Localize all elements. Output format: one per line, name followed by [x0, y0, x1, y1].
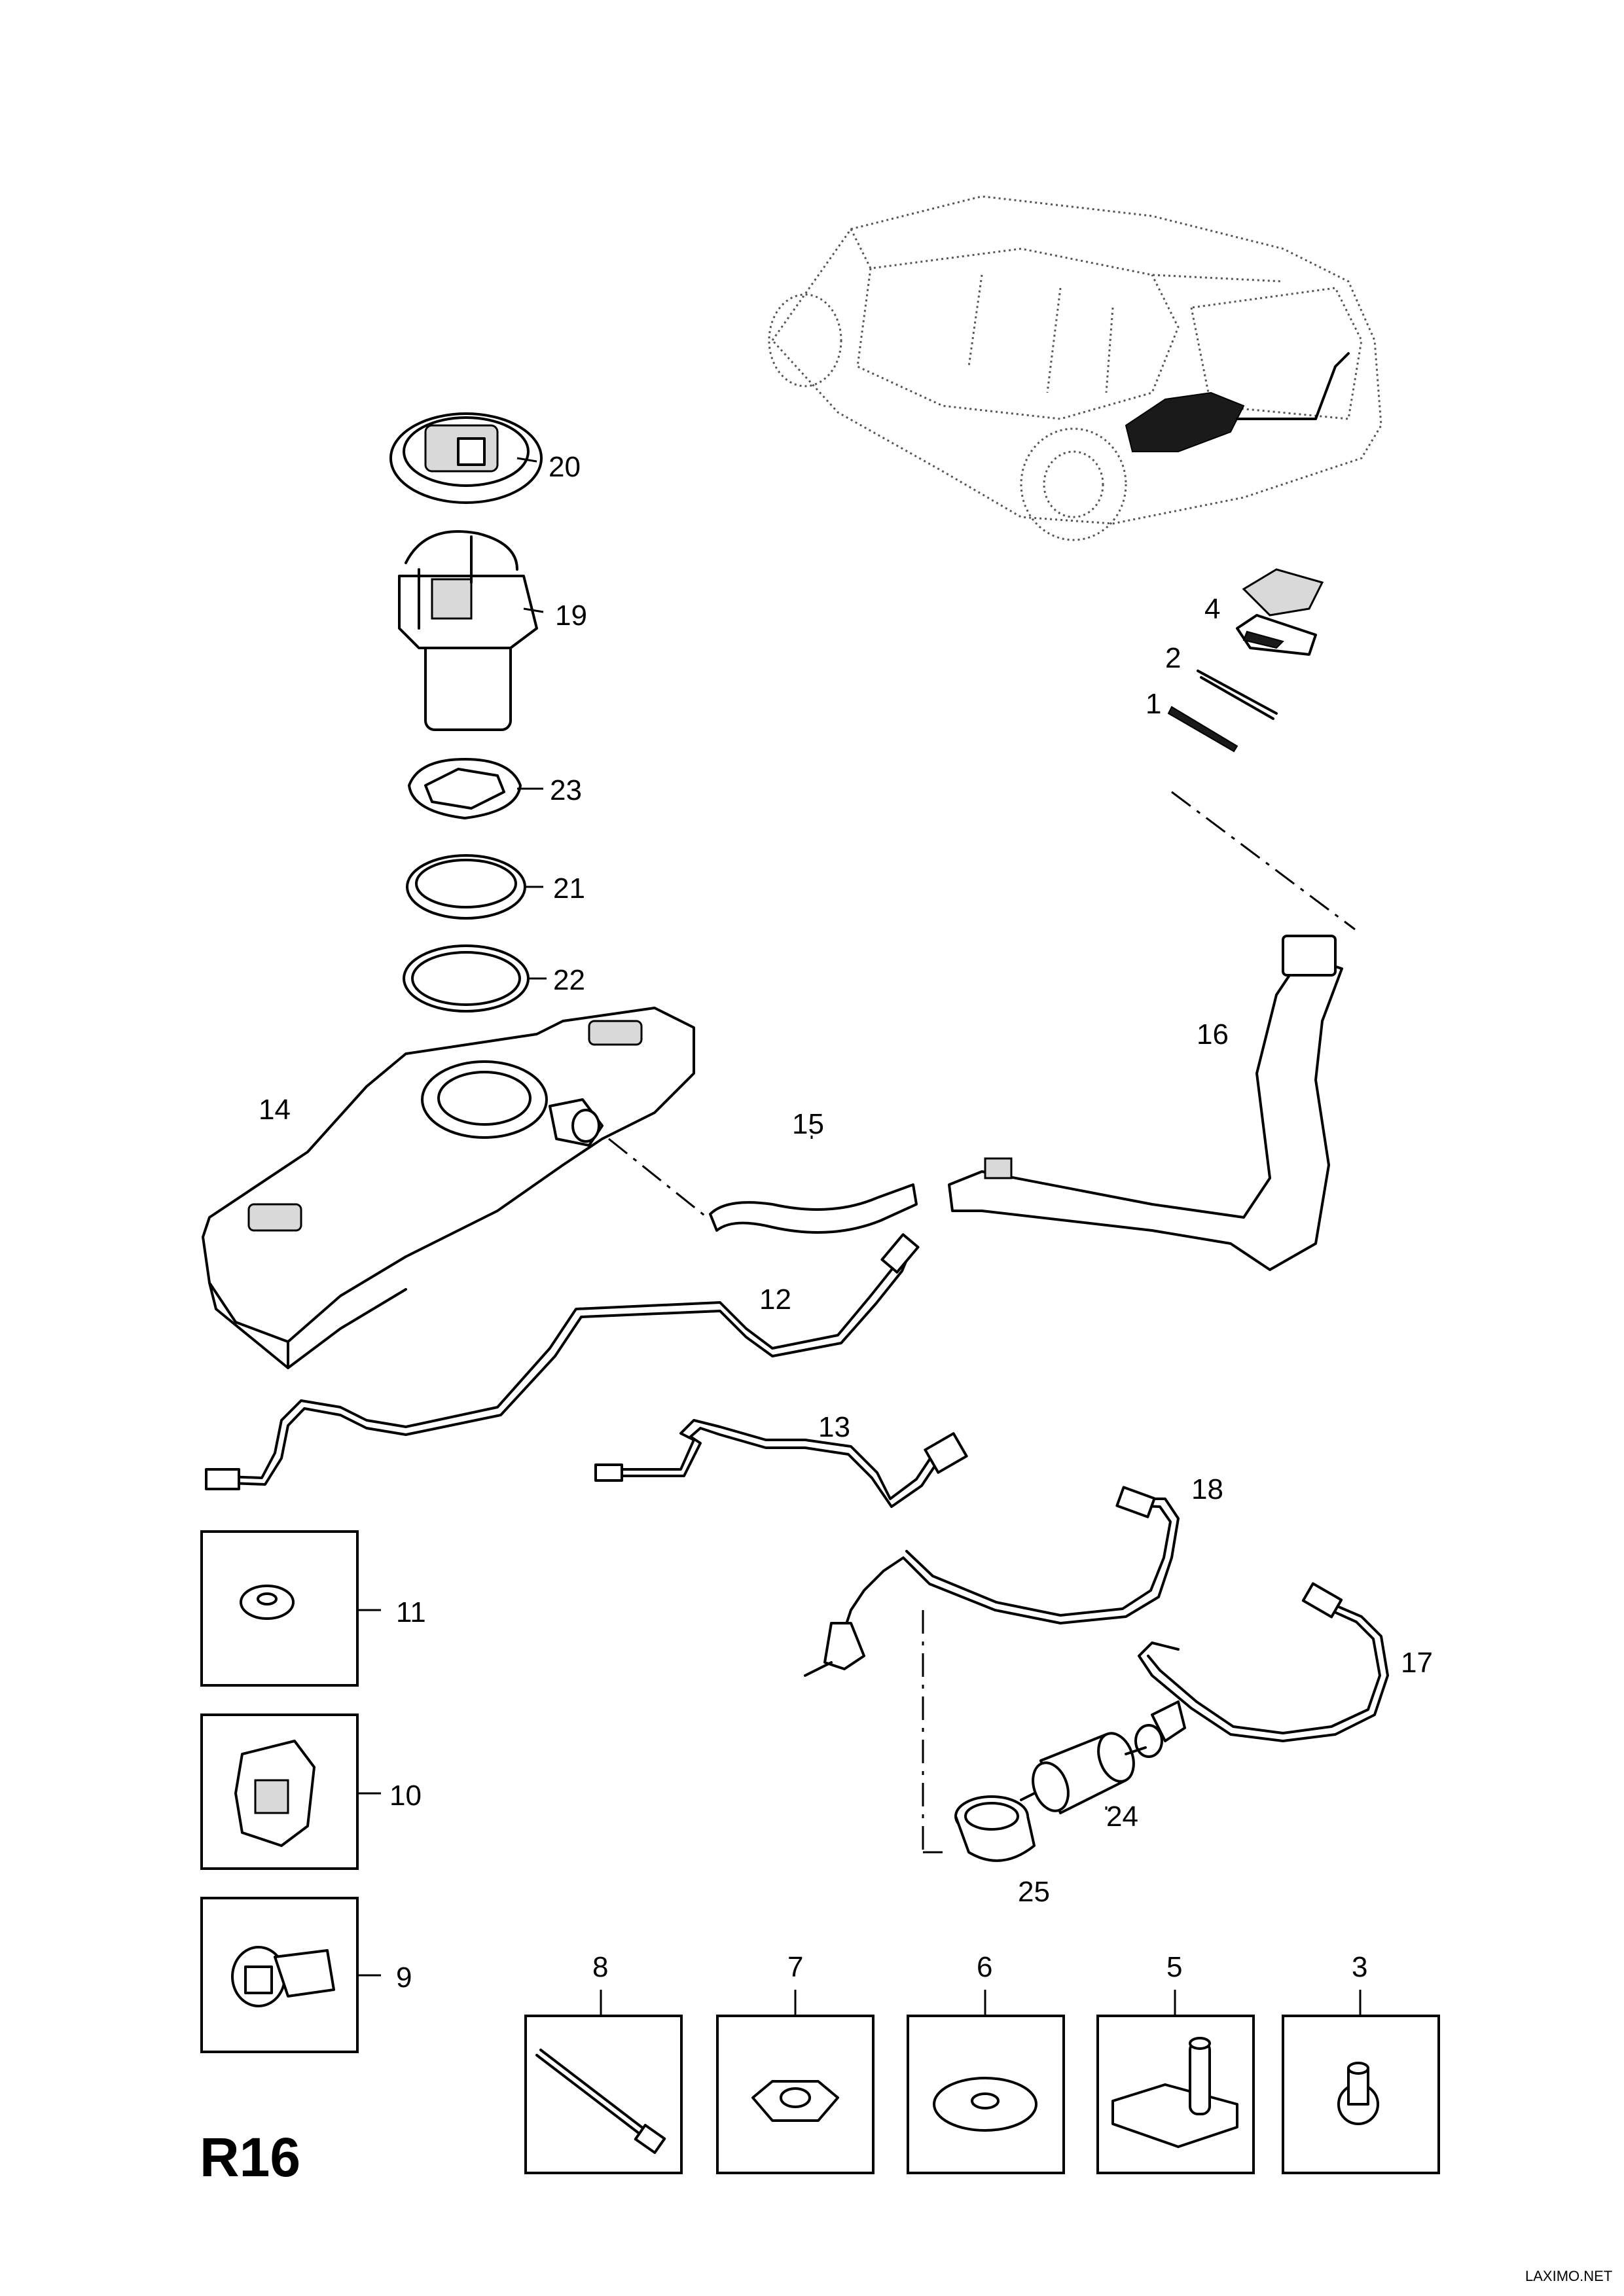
part-11-washer-box — [200, 1530, 381, 1687]
callout-5: 5 — [1166, 1951, 1182, 1983]
part-10-clip-box — [200, 1713, 381, 1870]
callout-19: 19 — [555, 600, 587, 632]
part-7-nut-box — [716, 1990, 875, 2174]
vehicle-outline — [768, 195, 1382, 541]
callout-6: 6 — [977, 1951, 992, 1983]
callout-15: 15 — [792, 1108, 824, 1140]
part-21-locking-ring — [406, 854, 543, 920]
part-2-seal — [1197, 670, 1278, 720]
part-25-filter-bracket — [954, 1795, 1036, 1862]
part-19-fuel-pump-module — [398, 530, 544, 731]
part-3-bolt-box — [1282, 1990, 1440, 2174]
callout-11: 11 — [396, 1596, 426, 1628]
part-13-fuel-line — [594, 1419, 968, 1508]
callout-10: 10 — [389, 1780, 422, 1812]
callout-9: 9 — [396, 1962, 412, 1994]
part-17-fuel-line — [1134, 1582, 1389, 1758]
callout-12: 12 — [759, 1283, 791, 1316]
callout-18: 18 — [1191, 1473, 1223, 1505]
part-8-cable-tie-box — [524, 1990, 683, 2174]
callout-24: 24 — [1106, 1801, 1138, 1833]
part-6-washer-box — [907, 1990, 1065, 2174]
part-15-filler-hose — [608, 1136, 918, 1234]
part-24-fuel-filter — [1020, 1732, 1147, 1814]
callout-17: 17 — [1401, 1647, 1433, 1679]
callout-21: 21 — [553, 872, 585, 905]
callout-20: 20 — [549, 451, 581, 483]
watermark: LAXIMO.NET — [1525, 2268, 1612, 2284]
callout-3: 3 — [1352, 1951, 1367, 1983]
part-14-fuel-tank — [202, 1007, 695, 1369]
part-22-seal-ring — [403, 944, 547, 1013]
tank-highlight-in-vehicle — [1125, 391, 1245, 452]
callout-14: 14 — [259, 1094, 291, 1126]
callout-4: 4 — [1204, 593, 1220, 625]
callout-2: 2 — [1165, 642, 1181, 674]
part-16-filler-neck — [948, 791, 1356, 1271]
callout-23: 23 — [550, 774, 582, 806]
part-23-reservoir-cover — [408, 758, 543, 819]
page-code: R16 — [200, 2126, 300, 2188]
part-4-filler-cap-housing — [1236, 568, 1324, 656]
callout-1: 1 — [1146, 688, 1161, 720]
callout-7: 7 — [787, 1951, 803, 1983]
callout-13: 13 — [818, 1411, 850, 1443]
part-9-clamp-box — [200, 1897, 381, 2053]
part-5-bracket-box — [1096, 1990, 1255, 2174]
part-12-fuel-line — [205, 1233, 920, 1490]
part-20-flange-lid — [389, 412, 543, 504]
callout-22: 22 — [553, 964, 585, 996]
part-1-gasket — [1167, 706, 1238, 753]
callout-25: 25 — [1018, 1876, 1050, 1908]
callout-16: 16 — [1197, 1018, 1229, 1050]
callout-8: 8 — [592, 1951, 608, 1983]
part-18-fuel-line — [804, 1486, 1180, 1854]
